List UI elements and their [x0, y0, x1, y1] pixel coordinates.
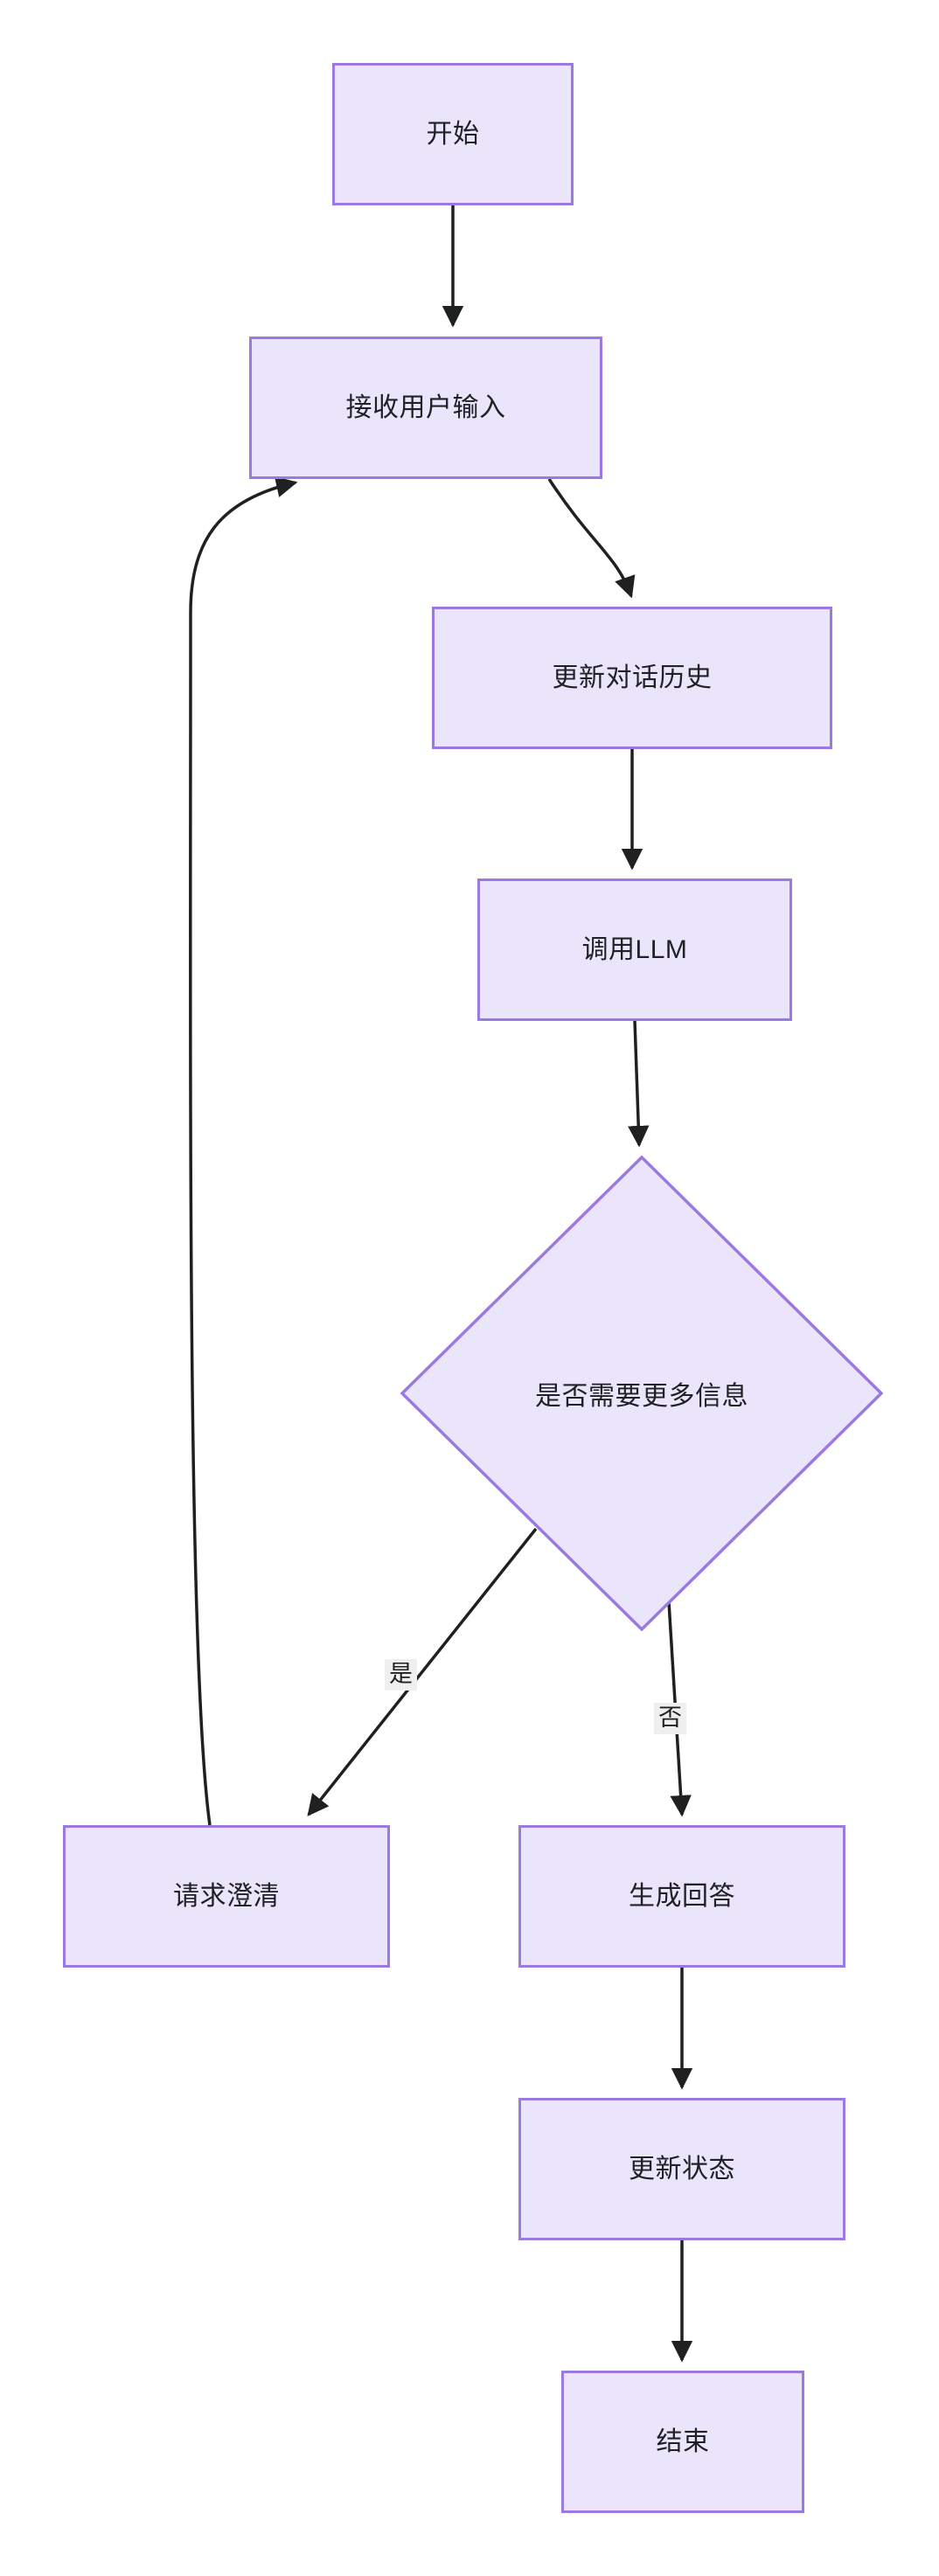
edge-label-no: 否 — [654, 1703, 686, 1734]
node-call-llm-label: 调用LLM — [581, 934, 688, 964]
node-decision-need-more-info-label: 是否需要更多信息 — [535, 1382, 748, 1411]
node-call-llm[interactable]: 调用LLM — [477, 878, 792, 1021]
node-request-clarification[interactable]: 请求澄清 — [63, 1825, 390, 1968]
node-update-state[interactable]: 更新状态 — [518, 2098, 845, 2240]
edge-llm-to-decision — [627, 1020, 650, 1148]
node-end[interactable]: 结束 — [561, 2371, 804, 2513]
edge-clarify-to-receive — [189, 476, 298, 1826]
node-decision-need-more-info[interactable]: 是否需要更多信息 — [400, 1156, 883, 1631]
node-update-conversation-history-label: 更新对话历史 — [552, 663, 713, 692]
node-generate-answer-label: 生成回答 — [629, 1881, 735, 1911]
node-start[interactable]: 开始 — [332, 63, 574, 205]
edge-receive-to-history — [547, 478, 636, 599]
node-request-clarification-label: 请求澄清 — [173, 1881, 280, 1911]
node-end-label: 结束 — [656, 2427, 710, 2456]
edge-label-yes: 是 — [385, 1659, 417, 1691]
node-start-label: 开始 — [426, 119, 480, 149]
node-update-state-label: 更新状态 — [629, 2154, 735, 2184]
node-receive-user-input[interactable]: 接收用户输入 — [249, 337, 602, 479]
node-update-conversation-history[interactable]: 更新对话历史 — [432, 607, 832, 749]
node-generate-answer[interactable]: 生成回答 — [518, 1825, 845, 1968]
diamond-shape-icon — [400, 1156, 883, 1631]
node-receive-user-input-label: 接收用户输入 — [345, 392, 506, 422]
